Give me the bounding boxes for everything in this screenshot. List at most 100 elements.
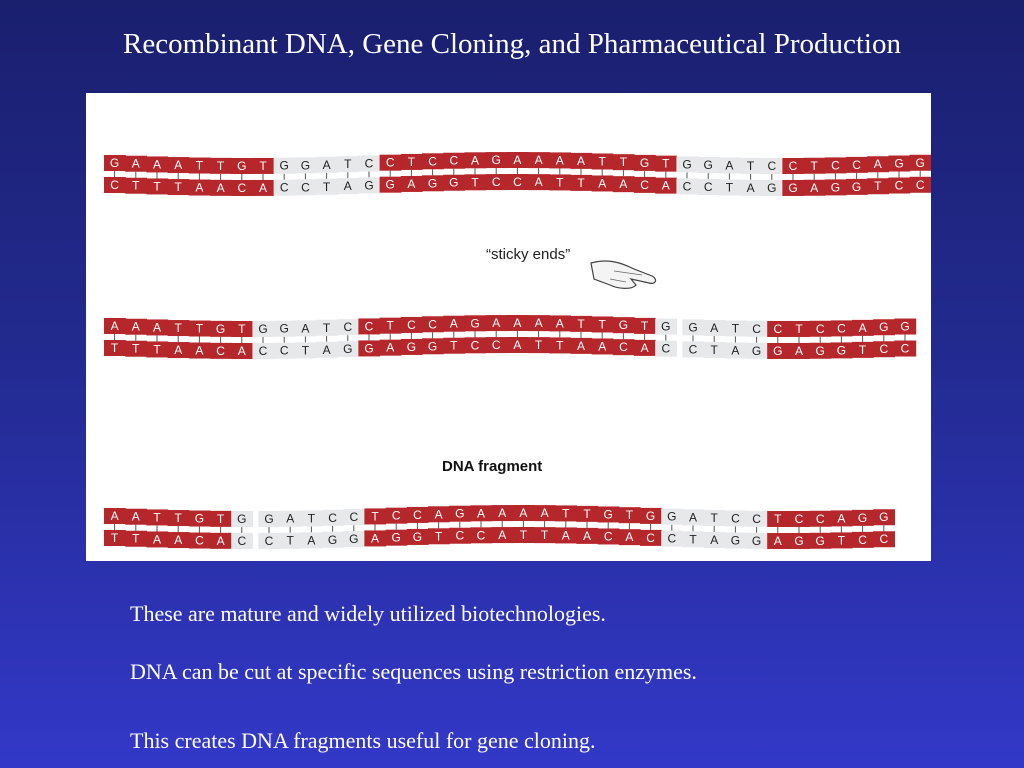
nucleotide-base: T [747, 159, 755, 173]
sticky-end-segment [724, 510, 747, 527]
dna-backbone-segment [528, 315, 550, 332]
nucleotide-base: T [302, 343, 310, 357]
nucleotide-base: G [816, 534, 825, 548]
dna-backbone-segment [406, 506, 429, 523]
dna-backbone-segment [576, 505, 599, 522]
sticky-end-segment [703, 509, 726, 526]
nucleotide-base: G [280, 159, 289, 173]
dna-backbone-segment [125, 530, 147, 547]
dna-backbone-segment [824, 157, 847, 174]
dna-backbone-segment [449, 527, 471, 544]
nucleotide-base: T [132, 342, 140, 356]
base-pair-rungs [114, 521, 885, 533]
dna-backbone-segment [591, 338, 614, 355]
nucleotide-base: A [513, 316, 521, 330]
dna-backbone-segment [167, 532, 190, 549]
sticky-end-segment [258, 532, 281, 549]
nucleotide-base: A [535, 175, 543, 189]
dna-backbone-segment [767, 532, 789, 549]
nucleotide-base: A [583, 529, 591, 543]
nucleotide-base: A [111, 319, 119, 333]
sticky-end-segment [322, 531, 344, 548]
nucleotide-base: C [195, 534, 204, 548]
sticky-end-segment [316, 319, 338, 336]
nucleotide-base: T [238, 322, 246, 336]
dna-backbone-segment [767, 342, 789, 359]
sticky-end-segment [746, 342, 768, 359]
dna-backbone-segment [528, 337, 550, 354]
nucleotide-base: T [620, 155, 628, 169]
dna-backbone-segment [570, 315, 593, 332]
dna-backbone-segment [358, 340, 381, 357]
dna-backbone-segment [506, 337, 529, 354]
dna-backbone-segment [634, 154, 656, 171]
nucleotide-base: T [711, 343, 719, 357]
nucleotide-base: A [323, 158, 331, 172]
dna-backbone-segment [146, 531, 169, 548]
sticky-end-segment [682, 531, 705, 548]
dna-backbone-segment [506, 174, 529, 191]
dna-backbone-segment [485, 315, 508, 332]
sticky-end-segment [294, 157, 317, 174]
dna-backbone-segment [167, 342, 190, 359]
sticky-end-segment [724, 342, 747, 359]
dna-backbone-segment [909, 176, 931, 193]
dna-backbone-segment [909, 154, 931, 171]
dna-backbone-segment [252, 157, 275, 174]
nucleotide-base: A [301, 321, 309, 335]
nucleotide-base: C [789, 159, 798, 173]
dna-backbone-segment [428, 506, 450, 523]
dna-backbone-segment [612, 176, 635, 193]
nucleotide-base: T [641, 319, 649, 333]
dna-backbone-segment [188, 510, 211, 527]
dna-backbone-segment [443, 174, 465, 191]
nucleotide-base: C [895, 179, 904, 193]
nucleotide-base: C [689, 342, 698, 356]
dna-backbone-segment [555, 527, 577, 544]
dna-backbone-segment [449, 505, 471, 522]
nucleotide-base: A [513, 153, 521, 167]
dna-backbone-segment [422, 338, 444, 355]
dna-backbone-segment [767, 320, 789, 337]
nucleotide-base: G [837, 343, 846, 357]
dna-backbone-segment [555, 505, 577, 522]
nucleotide-base: A [323, 343, 331, 357]
sticky-end-segment [703, 531, 726, 548]
dna-backbone-segment [491, 527, 514, 544]
sticky-end-segment [761, 157, 783, 174]
nucleotide-base: G [428, 176, 437, 190]
nucleotide-base: C [852, 158, 861, 172]
nucleotide-base: G [195, 512, 204, 526]
nucleotide-base: A [174, 158, 182, 172]
bullet-item: DNA can be cut at specific sequences usi… [130, 659, 697, 684]
nucleotide-base: A [471, 153, 479, 167]
dna-backbone-segment [379, 154, 402, 171]
nucleotide-base: G [492, 153, 501, 167]
nucleotide-base: C [816, 512, 825, 526]
sticky-end-segment [294, 320, 317, 337]
nucleotide-base: T [626, 508, 634, 522]
dna-backbone-segment [210, 179, 232, 196]
dna-backbone-segment [470, 527, 493, 544]
nucleotide-base: T [774, 512, 782, 526]
dna-backbone-segment [167, 157, 190, 174]
sticky-end-segment [740, 179, 762, 196]
sticky-end-segment [316, 156, 338, 173]
dna-backbone-segment [104, 177, 126, 193]
nucleotide-base: G [449, 176, 458, 190]
sticky-end-segment [724, 320, 747, 337]
dna-backbone-segment [830, 510, 853, 527]
nucleotide-base: A [498, 528, 506, 542]
sticky-end-segment [358, 177, 381, 194]
nucleotide-base: T [577, 176, 585, 190]
nucleotide-base: G [392, 531, 401, 545]
nucleotide-base: G [852, 180, 861, 194]
sticky-end-segment [258, 510, 281, 527]
dna-backbone-segment [188, 342, 211, 359]
dna-backbone-segment [528, 152, 550, 169]
nucleotide-base: T [196, 159, 204, 173]
nucleotide-base: T [175, 180, 183, 194]
